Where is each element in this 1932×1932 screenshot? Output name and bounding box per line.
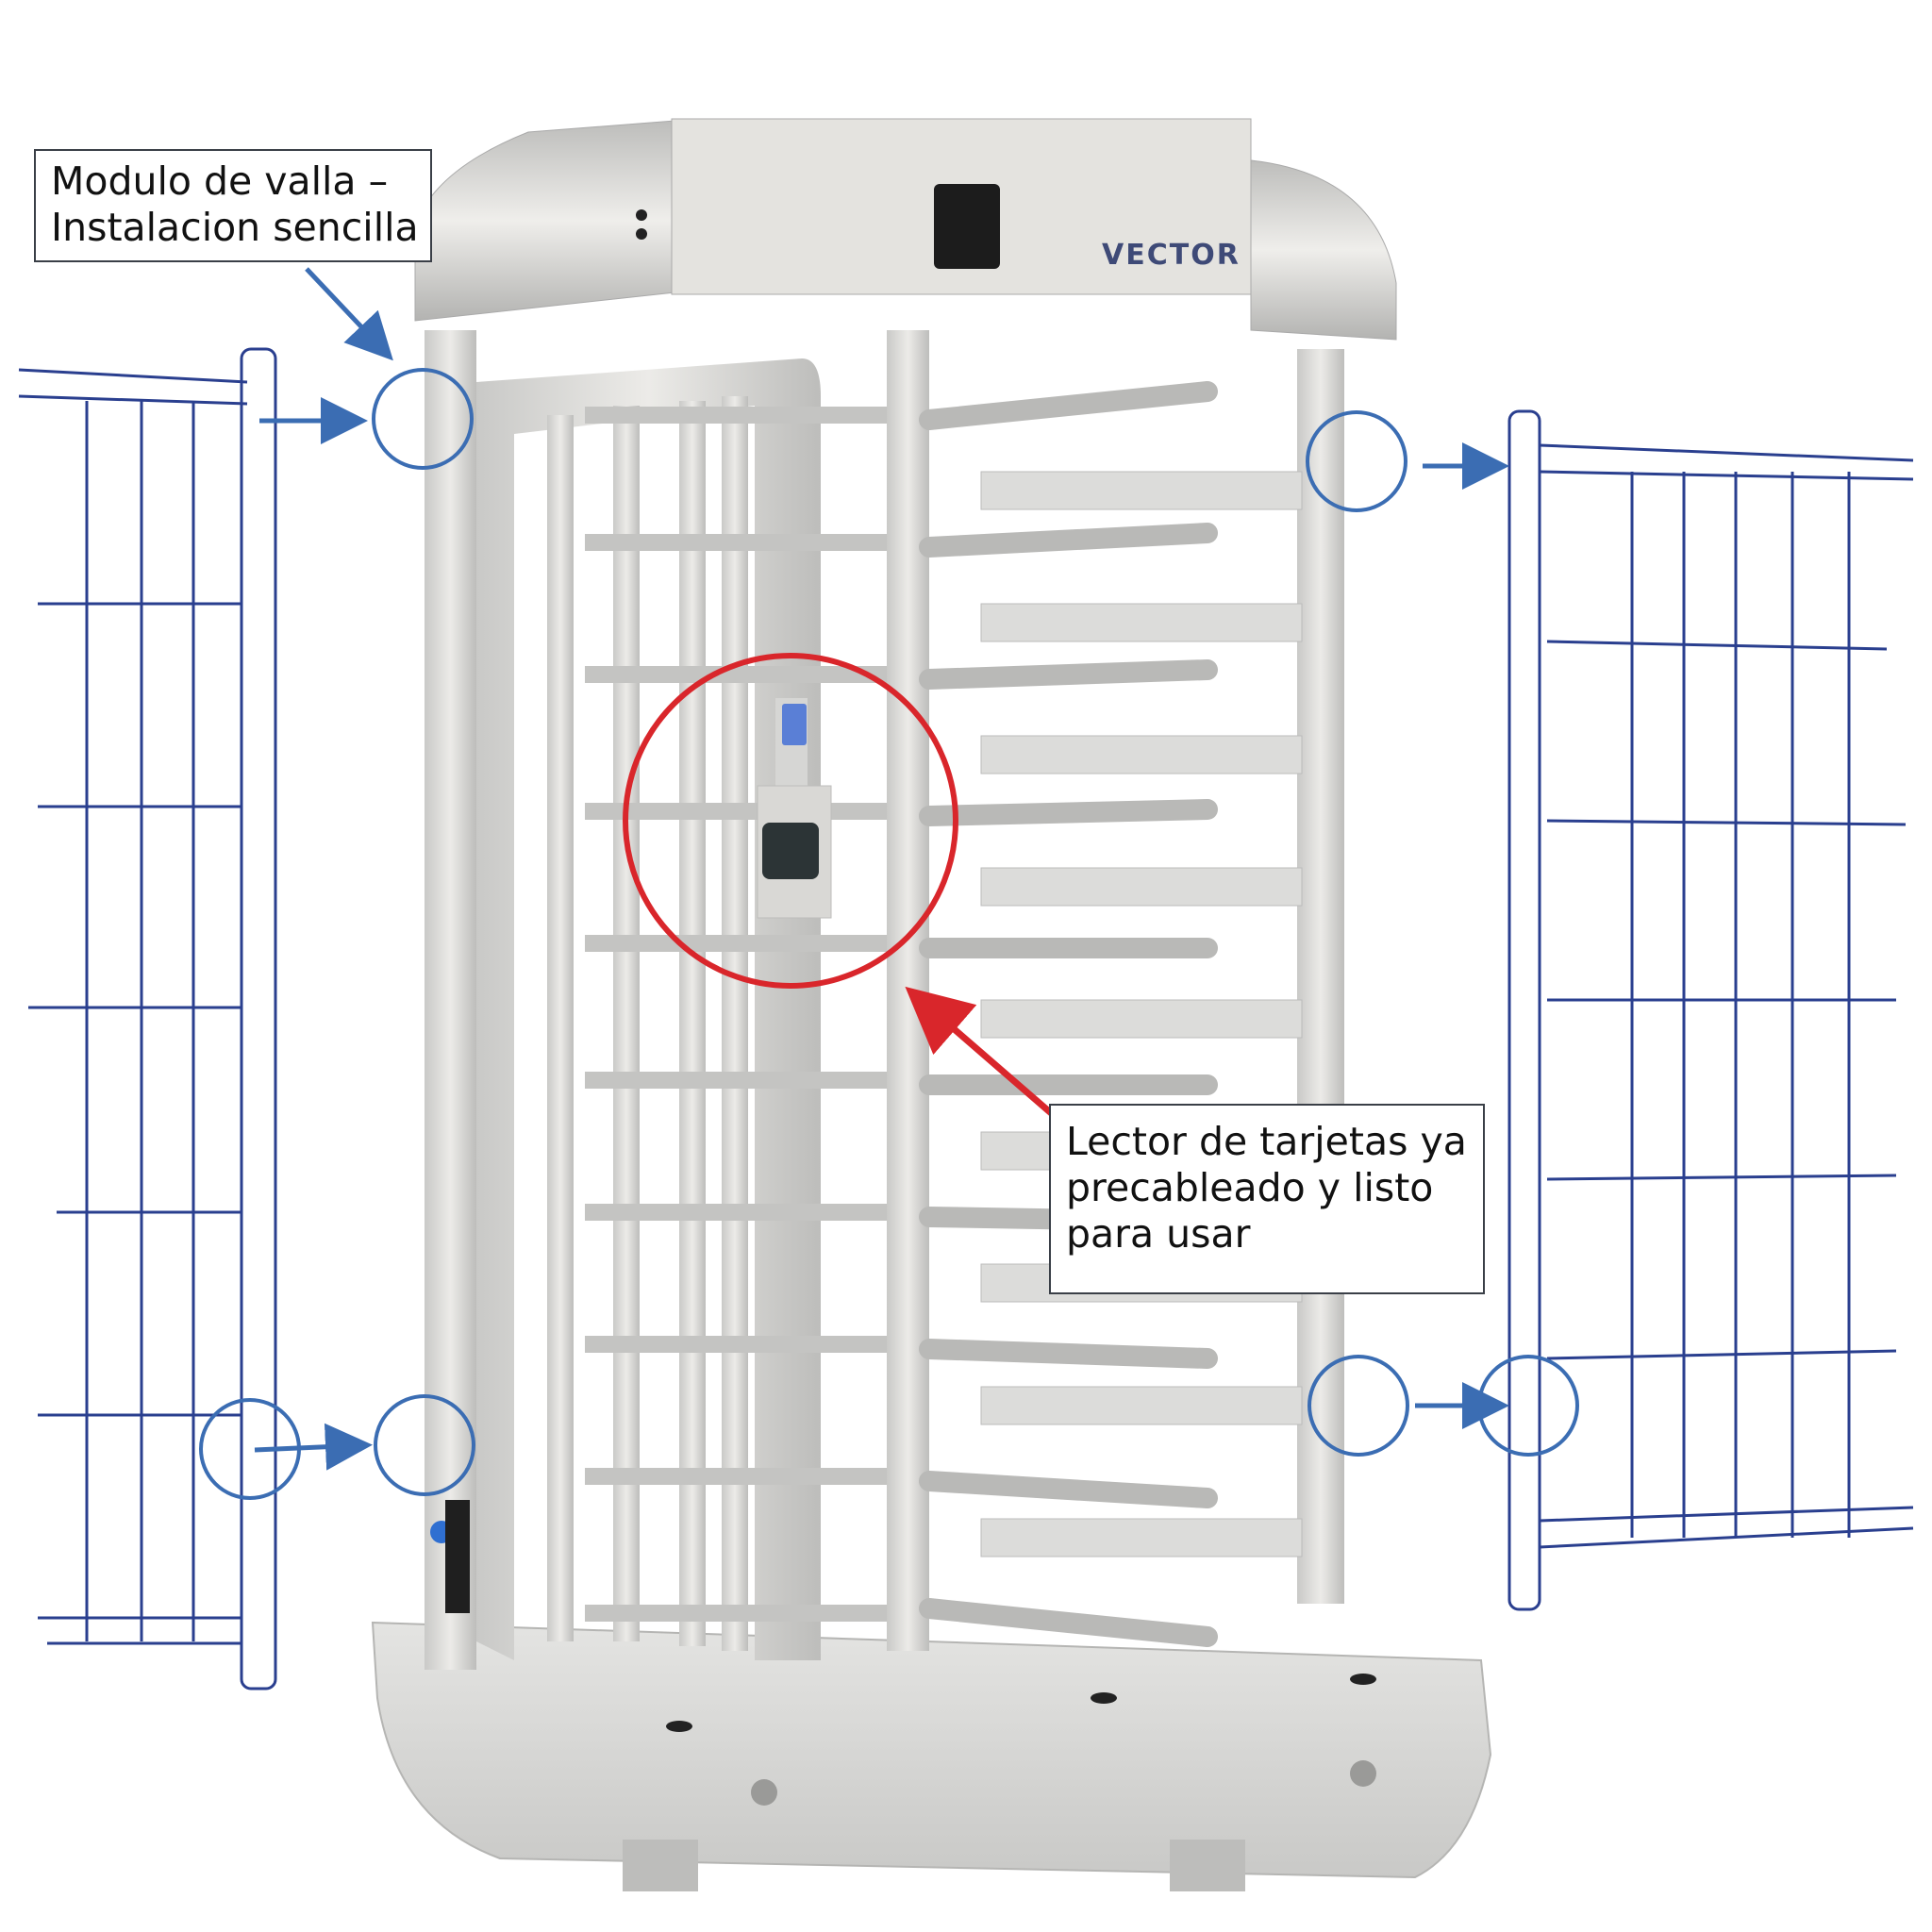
reader-led — [782, 704, 807, 745]
attachment-top-right — [1306, 410, 1407, 512]
attachment-bottom-right — [1307, 1355, 1409, 1457]
callout-card-reader: Lector de tarjetas ya precableado y list… — [1049, 1104, 1485, 1294]
callout-reader-line-1: Lector de tarjetas ya — [1066, 1119, 1467, 1164]
red-arrow — [905, 986, 1059, 1121]
callout-fence-line-1: Modulo de valla – — [51, 158, 389, 204]
attachment-top-left — [372, 368, 474, 470]
turnstile-base — [371, 1621, 1492, 1879]
gate-cage — [476, 358, 821, 1660]
reader-pad — [762, 823, 819, 879]
callout-reader-line-3: para usar — [1066, 1211, 1251, 1257]
overhead-reader — [934, 184, 1000, 269]
callout-fence-module: Modulo de valla – Instalacion sencilla — [34, 149, 432, 262]
right-fence-panel — [1507, 409, 1914, 1611]
blue-arrows — [254, 267, 1509, 1471]
turnstile: VECTOR — [371, 118, 1492, 1891]
callout-reader-line-2: precableado y listo — [1066, 1165, 1434, 1211]
callout-fence-line-2: Instalacion sencilla — [51, 205, 419, 251]
card-reader-highlight — [623, 653, 958, 989]
turnstile-canopy — [414, 120, 675, 322]
fence-attachment-markers — [199, 368, 1579, 1500]
brand-logo: VECTOR — [1102, 239, 1241, 272]
attachment-bottom-left — [374, 1394, 475, 1496]
left-fence-panel — [18, 347, 277, 1690]
card-reader — [757, 698, 832, 919]
